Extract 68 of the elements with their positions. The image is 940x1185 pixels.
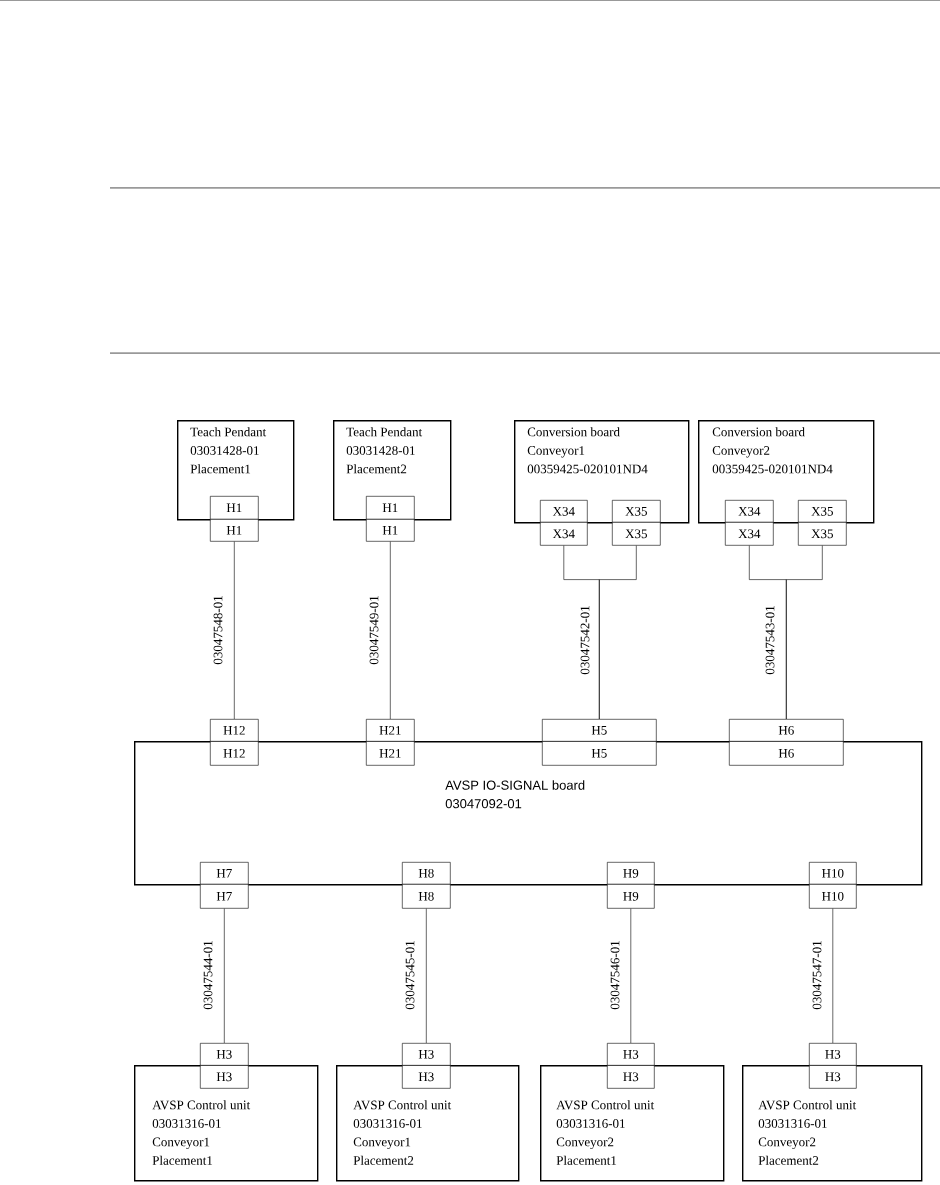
node-label: 03031316-01 [758,1119,827,1128]
cable-line [630,908,632,1044]
connector-cell: X34 [540,500,588,523]
connector-cell: H5 [542,719,657,742]
connector-cell: H5 [542,741,657,766]
cable-line [234,541,235,720]
cable-line [786,545,823,720]
cable-line [390,541,391,720]
connector-cell: H7 [200,862,249,885]
connector-cell: H8 [402,884,451,909]
connector-cell: H3 [809,1043,857,1066]
connector-cell: H12 [210,719,259,742]
cable-label: 03047544-01 [202,939,214,1011]
cable-line [224,908,225,1044]
connector-cell: H10 [809,884,857,909]
node-label: AVSP Control unit [556,1100,655,1110]
node-label: AVSP Control unit [758,1100,857,1110]
connector-cell: H1 [366,496,415,520]
connector-cell: H9 [607,884,655,909]
cable-label: 03047546-01 [609,939,621,1011]
connector-cell: H7 [200,884,249,909]
connector-cell: X35 [798,522,847,546]
connector-cell: H21 [366,719,415,742]
connector-cell: H3 [200,1065,249,1089]
connector-cell: H1 [210,496,259,520]
cable-label: 03047549-01 [368,594,380,666]
connector-cell: H3 [402,1065,451,1089]
connector-cell: H12 [210,741,259,766]
node-label: Placement1 [152,1155,213,1165]
cable-label: 03047542-01 [579,604,591,676]
connector-cell: X34 [540,522,588,546]
connector-cell: H3 [607,1043,655,1066]
node-label: Placement1 [556,1155,617,1165]
connector-cell: H3 [402,1043,451,1066]
node-label: AVSP Control unit [152,1100,251,1110]
connector-cell: H3 [607,1065,655,1089]
cable-line [599,545,637,720]
connector-cell: H1 [366,519,415,542]
connector-cell: H6 [729,741,844,766]
cable-label: 03047547-01 [811,939,823,1011]
connector-cell: H9 [607,862,655,885]
connector-cell: H3 [200,1043,249,1066]
node-label: AVSP Control unit [353,1100,452,1110]
connector-cell: H3 [809,1065,857,1089]
node-label: Placement2 [353,1155,414,1165]
cable-line [426,908,427,1044]
node-label: 03031316-01 [556,1119,625,1128]
cable-line [832,908,834,1044]
cable-label: 03047548-01 [212,594,224,666]
connector-cell: H10 [809,862,857,885]
connector-cell: H8 [402,862,451,885]
node-label: Conveyor2 [758,1137,816,1150]
connector-cell: H6 [729,719,844,742]
connector-cell: X35 [612,522,661,546]
connector-cell: X35 [798,500,847,523]
node-label: 03031316-01 [152,1119,221,1128]
node-label: 03031316-01 [353,1119,422,1128]
node-label: Conveyor1 [152,1137,210,1150]
node-label: Conveyor2 [556,1137,614,1150]
cable-label: 03047543-01 [764,604,776,676]
cable-label: 03047545-01 [404,939,416,1011]
node-label: Conveyor1 [353,1137,411,1150]
connector-cell: X34 [725,522,774,546]
connector-cell: X34 [725,500,774,523]
connector-cell: H1 [210,519,259,542]
node-label: Placement2 [758,1155,819,1165]
connector-cell: X35 [612,500,661,523]
connector-cell: H21 [366,741,415,766]
